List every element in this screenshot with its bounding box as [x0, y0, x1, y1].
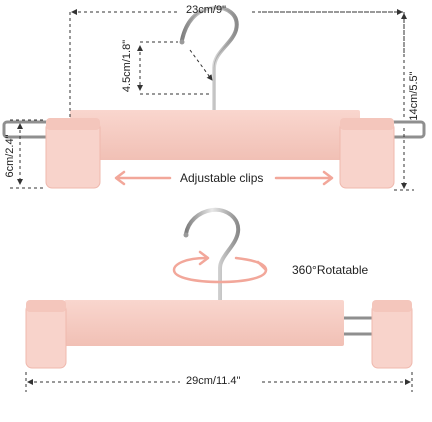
top-hanger-hook — [180, 5, 239, 122]
bottom-width-dimension — [25, 372, 413, 392]
bottom-right-clip — [371, 303, 413, 369]
adjustable-clips-label: Adjustable clips — [180, 171, 264, 185]
clip-height-dimension — [10, 119, 46, 189]
bottom-hanger-body — [64, 300, 344, 346]
hook-height-label: 4.5cm/1.8" — [121, 39, 133, 93]
top-width-label: 23cm/9" — [186, 4, 226, 16]
rotatable-label: 360°Rotatable — [292, 263, 369, 277]
rotation-indicator — [172, 250, 268, 284]
bottom-hanger-hook — [184, 207, 241, 302]
clip-height-label: 6cm/2.4" — [4, 134, 16, 178]
top-right-clip — [339, 121, 395, 189]
top-hanger — [2, 5, 426, 189]
hook-height-dimension — [137, 41, 213, 95]
bottom-width-label: 29cm/11.4" — [186, 375, 241, 387]
total-height-label: 14cm/5.5" — [408, 71, 420, 121]
top-left-clip — [45, 121, 101, 189]
bottom-left-clip — [25, 303, 67, 369]
adjustable-clips-arrows — [114, 170, 334, 186]
top-hanger-body — [70, 110, 360, 160]
bottom-hanger — [25, 207, 413, 369]
total-height-dimension — [262, 11, 414, 191]
